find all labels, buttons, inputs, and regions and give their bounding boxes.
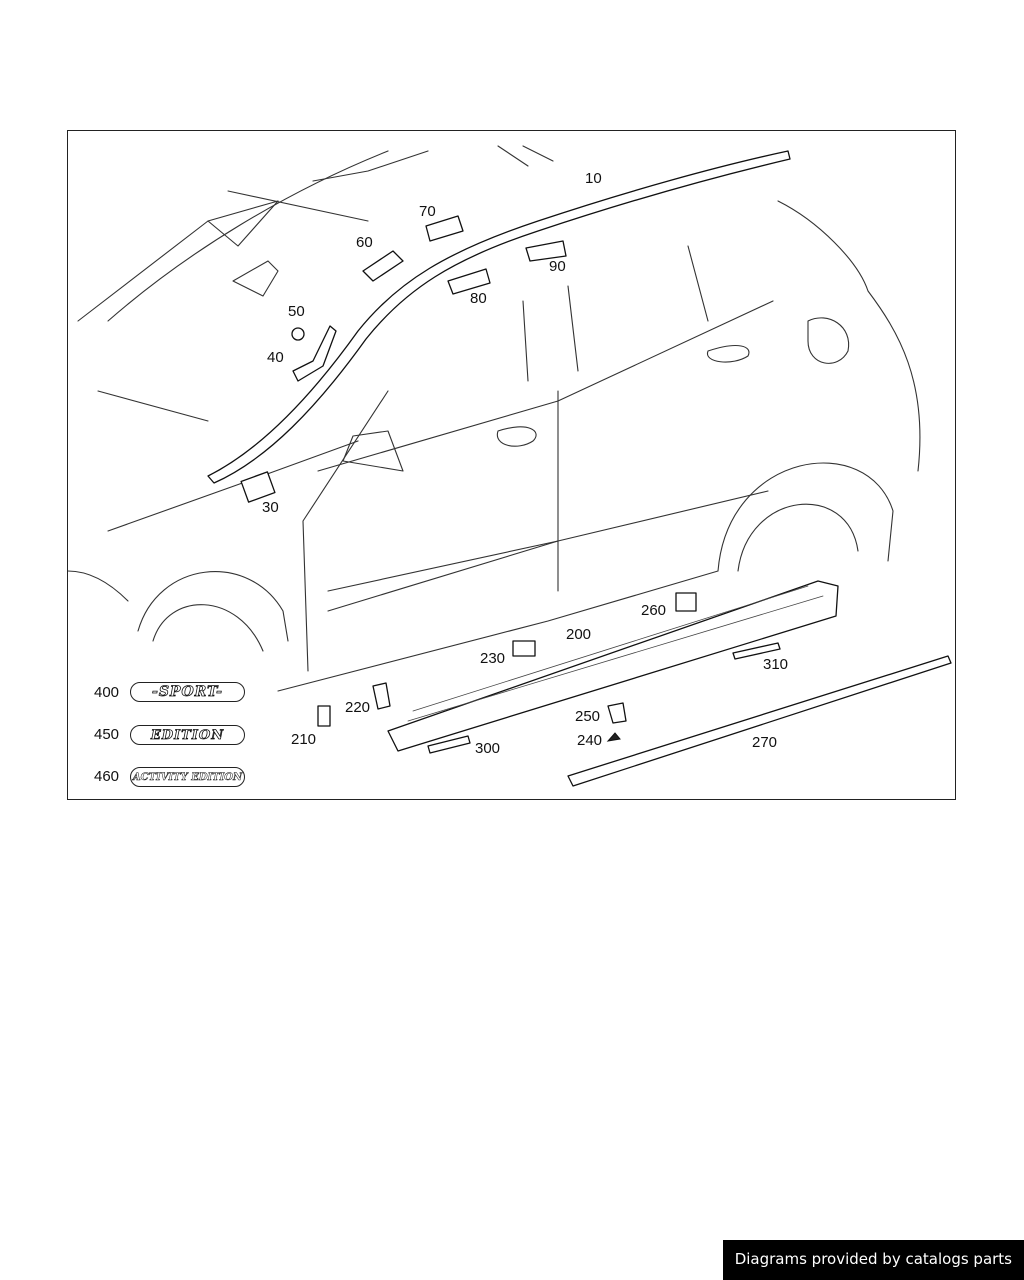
part-90-clip <box>525 240 567 262</box>
part-240-rivet <box>606 732 621 742</box>
front-door-handle <box>496 426 537 447</box>
part-50-screw <box>291 327 305 341</box>
callout-250: 250 <box>575 708 601 725</box>
callout-460: 460 <box>94 768 120 785</box>
mirror-mount <box>207 200 279 247</box>
callout-50: 50 <box>288 303 305 320</box>
badge-edition: EDITION <box>130 725 245 745</box>
callout-30: 30 <box>262 499 279 516</box>
callout-70: 70 <box>419 203 436 220</box>
hood-crease <box>107 440 359 532</box>
rocker-line <box>277 570 719 692</box>
door-crease <box>327 490 769 612</box>
callout-210: 210 <box>291 731 317 748</box>
part-30-clip <box>240 471 276 503</box>
windshield-lower <box>77 200 279 322</box>
front-wheel <box>152 604 264 652</box>
front-wheel-arch <box>137 571 289 642</box>
c-pillar <box>687 245 709 322</box>
part-70-clip <box>425 215 464 242</box>
hood-line <box>97 390 209 422</box>
rear-wheel <box>737 503 859 572</box>
callout-260: 260 <box>641 602 667 619</box>
part-200-side-sill <box>387 580 839 752</box>
rear-wheel-arch <box>717 462 894 572</box>
callout-90: 90 <box>549 258 566 275</box>
callout-310: 310 <box>763 656 789 673</box>
fuel-door <box>807 317 850 364</box>
callout-80: 80 <box>470 290 487 307</box>
callout-220: 220 <box>345 699 371 716</box>
antenna-lines <box>497 145 554 167</box>
rear-view-mirror <box>232 260 279 297</box>
a-pillar-inner <box>522 300 529 382</box>
parts-diagram: 10 30 40 50 60 70 80 90 200 210 220 230 … <box>67 130 956 800</box>
windshield-edge <box>107 150 389 322</box>
callout-200: 200 <box>566 626 592 643</box>
badge-sport: -SPORT- <box>130 682 245 702</box>
lower-door-line <box>327 540 559 592</box>
car-side-illustration <box>68 145 952 787</box>
callout-10: 10 <box>585 170 602 187</box>
b-pillar-upper <box>567 285 579 372</box>
part-210-nut <box>317 705 331 727</box>
part-250-retainer <box>607 702 627 724</box>
front-bumper <box>68 570 129 602</box>
callout-60: 60 <box>356 234 373 251</box>
part-220-clip <box>372 682 391 710</box>
sill-upper-edge <box>412 585 809 712</box>
rear-door-handle <box>707 345 750 363</box>
callout-40: 40 <box>267 349 284 366</box>
callout-300: 300 <box>475 740 501 757</box>
part-40-bracket <box>292 325 337 382</box>
front-door-edge <box>302 390 389 672</box>
badge-activity-edition: ACTIVITY EDITION <box>130 767 245 787</box>
part-80-clip <box>447 268 491 295</box>
beltline <box>317 300 774 472</box>
callout-240: 240 <box>577 732 603 749</box>
callout-270: 270 <box>752 734 778 751</box>
sunroof-edge <box>312 150 429 182</box>
part-270-trim-strip <box>567 655 952 787</box>
part-260-clip <box>675 592 697 612</box>
roof-line <box>227 190 369 222</box>
part-60-clip <box>362 250 404 282</box>
rear-hatch <box>777 200 921 472</box>
part-10-roof-moulding <box>207 150 791 484</box>
callout-230: 230 <box>480 650 506 667</box>
callout-400: 400 <box>94 684 120 701</box>
part-310-rail <box>732 642 781 660</box>
side-mirror <box>342 430 404 472</box>
part-230-clip <box>512 640 536 657</box>
sill-inner-edge <box>407 595 824 722</box>
footer-credit: Diagrams provided by catalogs parts <box>722 1240 1024 1280</box>
callout-450: 450 <box>94 726 120 743</box>
part-300-rail <box>427 735 471 754</box>
